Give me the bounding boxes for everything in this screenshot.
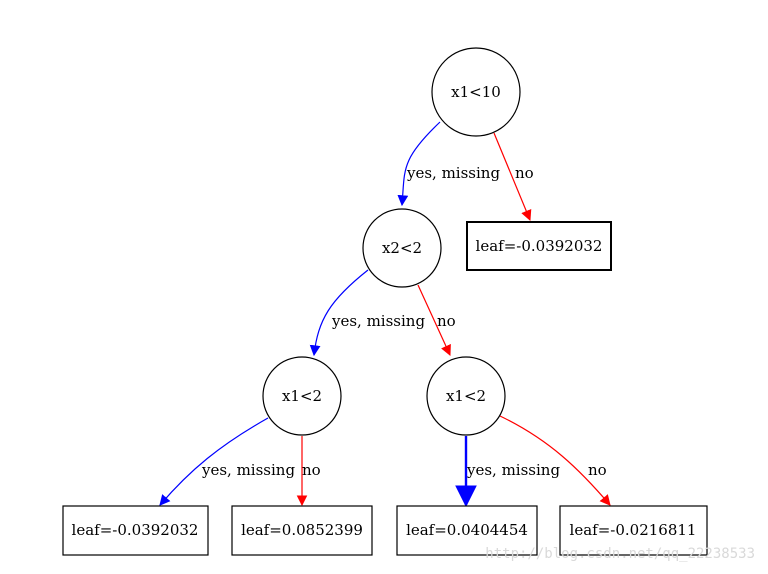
edge-root-no [493, 132, 532, 221]
edge-labels: yes, missing no yes, missing no yes, mis… [201, 164, 607, 479]
leaf-label-root-no: leaf=-0.0392032 [476, 237, 603, 255]
edge-label-lx1-no: no [302, 461, 321, 479]
leaf-node-rr: leaf=-0.0216811 [559, 505, 708, 556]
leaf-label-ll: leaf=-0.0392032 [72, 521, 199, 539]
edge-label-x2-yes: yes, missing [331, 312, 425, 330]
edge-rx1-no [499, 415, 611, 506]
edge-label-rx1-yes: yes, missing [466, 461, 560, 479]
decision-node-right-x1: x1<2 [426, 356, 506, 436]
edge-lx1-yes [159, 417, 269, 506]
leaf-label-rr: leaf=-0.0216811 [570, 521, 697, 539]
edge-root-yes [397, 121, 441, 207]
decision-node-x2: x2<2 [362, 208, 442, 288]
edge-label-root-no: no [515, 164, 534, 182]
watermark: http://blog.csdn.net/qq_22238533 [485, 546, 755, 562]
node-label-left-x1: x1<2 [282, 387, 322, 405]
leaf-node-root-no: leaf=-0.0392032 [466, 221, 612, 271]
node-label-root: x1<10 [451, 83, 501, 101]
leaf-node-ll: leaf=-0.0392032 [62, 505, 209, 556]
edge-label-root-yes: yes, missing [406, 164, 500, 182]
edge-label-rx1-no: no [588, 461, 607, 479]
edge-label-x2-no: no [437, 312, 456, 330]
decision-node-left-x1: x1<2 [262, 356, 342, 436]
edge-x2-no [417, 284, 451, 356]
leaf-node-rl: leaf=0.0404454 [396, 505, 538, 556]
leaf-label-rl: leaf=0.0404454 [406, 521, 528, 539]
leaf-node-lr: leaf=0.0852399 [231, 505, 373, 556]
edges [159, 121, 611, 508]
node-label-x2: x2<2 [382, 239, 422, 257]
edge-label-lx1-yes: yes, missing [201, 461, 295, 479]
decision-node-root: x1<10 [431, 47, 521, 137]
edge-x2-yes [309, 269, 369, 357]
node-label-right-x1: x1<2 [446, 387, 486, 405]
leaf-label-lr: leaf=0.0852399 [241, 521, 363, 539]
